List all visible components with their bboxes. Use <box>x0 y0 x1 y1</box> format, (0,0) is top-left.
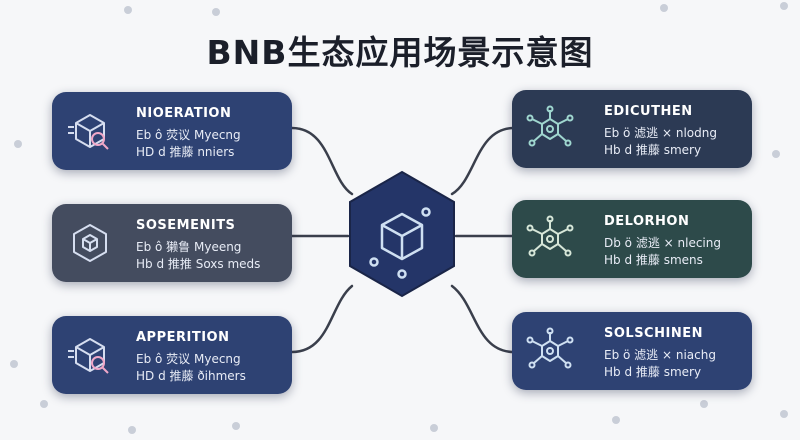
decor-dot <box>700 400 708 408</box>
network-node-icon <box>526 327 574 369</box>
connector-left-top <box>290 126 354 196</box>
decor-dot <box>232 422 240 430</box>
card-line-2: Hb d 推藤 smery <box>604 365 702 379</box>
card-line-1: Eb ö 滤逃 × niachg <box>604 348 716 362</box>
card-sosemenits: SOSEMENITS Eb ô 獭鲁 Myeeng Hb d 推推 Soxs m… <box>52 204 292 282</box>
cube-magnifier-icon <box>68 338 109 374</box>
connector-left-bottom <box>290 284 354 354</box>
decor-dot <box>430 424 438 432</box>
card-solschinen: SOLSCHINEN Eb ö 滤逃 × niachg Hb d 推藤 smer… <box>512 312 752 390</box>
card-nioeration: NIOERATION Eb ô 荧议 Myecng HD d 推藤 nniers <box>52 92 292 170</box>
card-line-1: Db ö 滤逃 × nlecing <box>604 236 721 250</box>
card-title: SOSEMENITS <box>136 218 236 233</box>
card-delorhon: DELORHON Db ö 滤逃 × nlecing Hb d 推藤 smens <box>512 200 752 278</box>
decor-dot <box>772 150 780 158</box>
card-line-1: Eb ô 獭鲁 Myeeng <box>136 240 242 254</box>
card-title: NIOERATION <box>136 106 232 121</box>
decor-dot <box>10 360 18 368</box>
cube-hexagon-icon <box>73 224 107 262</box>
card-title: SOLSCHINEN <box>604 326 703 341</box>
card-edicuthen: EDICUTHEN Eb ö 滤逃 × nlodng Hb d 推藤 smery <box>512 90 752 168</box>
card-title: APPERITION <box>136 330 230 345</box>
decor-dot <box>40 400 48 408</box>
decor-dot <box>660 4 668 12</box>
connector-right-bottom <box>450 284 516 354</box>
card-line-2: Hb d 推藤 smens <box>604 253 703 267</box>
decor-dot <box>14 140 22 148</box>
cube-icon <box>369 207 431 279</box>
decor-dot <box>780 2 788 10</box>
network-node-icon <box>526 105 574 147</box>
decor-dot <box>612 416 620 424</box>
card-line-1: Eb ö 滤逃 × nlodng <box>604 126 717 140</box>
card-line-1: Eb ô 荧议 Myecng <box>136 352 241 366</box>
card-title: EDICUTHEN <box>604 104 693 119</box>
decor-dot <box>780 410 788 418</box>
hub-node <box>349 170 455 298</box>
decor-dot <box>212 8 220 16</box>
network-node-icon <box>526 215 574 257</box>
connector-right-top <box>450 126 516 196</box>
decor-dot <box>128 426 136 434</box>
diagram-title: BNB生态应用场景示意图 <box>206 33 594 72</box>
decor-dot <box>124 6 132 14</box>
card-line-2: Hb d 推推 Soxs meds <box>136 257 261 271</box>
card-line-2: HD d 推藤 nniers <box>136 145 235 159</box>
cube-magnifier-icon <box>68 114 109 150</box>
card-line-1: Eb ô 荧议 Myecng <box>136 128 241 142</box>
card-line-2: HD d 推藤 ðihmers <box>136 369 246 383</box>
card-line-2: Hb d 推藤 smery <box>604 143 702 157</box>
card-title: DELORHON <box>604 214 690 229</box>
card-apperition: APPERITION Eb ô 荧议 Myecng HD d 推藤 ðihmer… <box>52 316 292 394</box>
